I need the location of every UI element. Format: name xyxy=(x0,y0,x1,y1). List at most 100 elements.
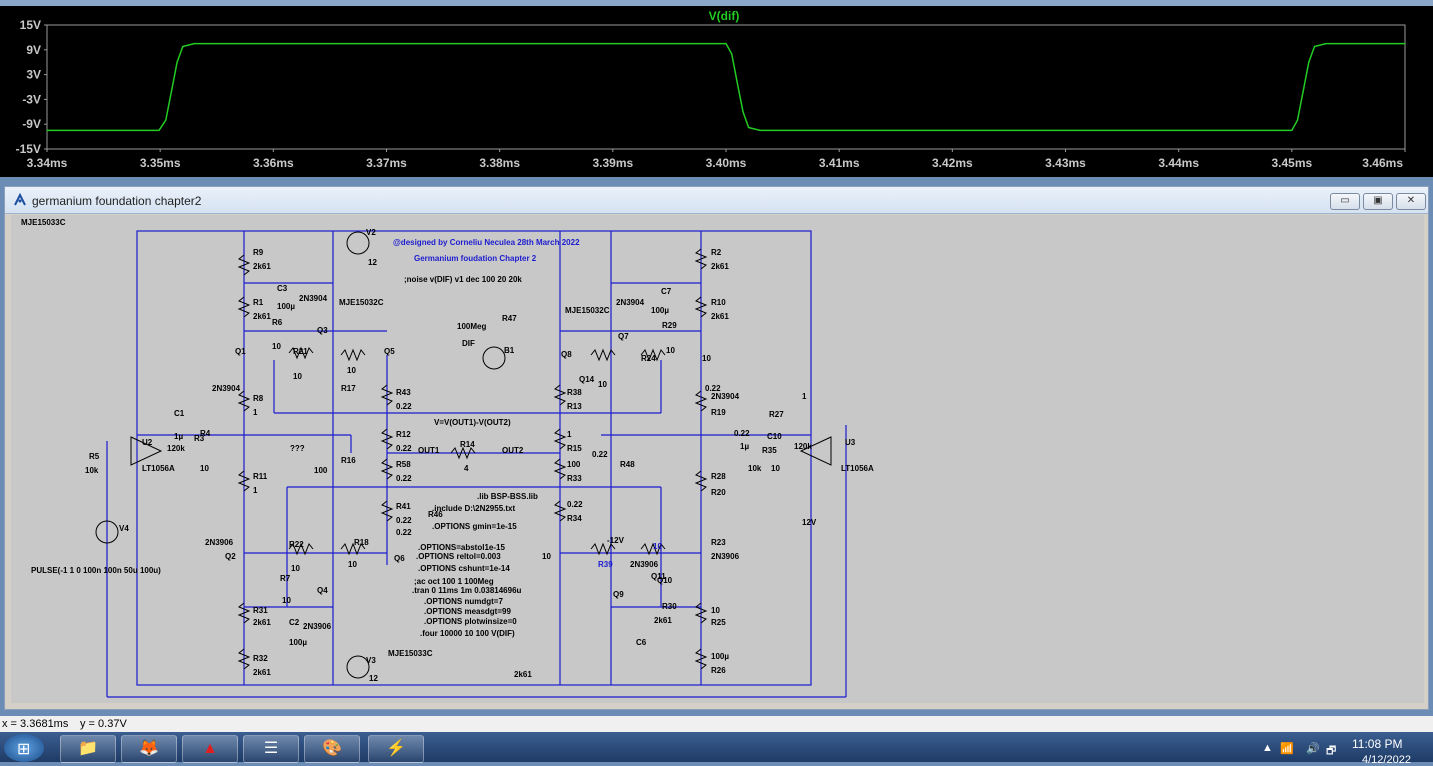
series-point xyxy=(1325,43,1327,45)
schematic-label: R33 xyxy=(567,474,582,483)
schematic-label: R26 xyxy=(711,666,726,675)
x-tick-label: 3.35ms xyxy=(140,156,181,170)
schematic-window[interactable]: germanium foundation chapter2 ▭ ▣ ✕ xyxy=(4,186,1429,710)
schematic-label: 100Meg xyxy=(457,322,486,331)
volume-icon[interactable]: 🔊 xyxy=(1306,743,1320,755)
schematic-label: 10 xyxy=(272,342,281,351)
paint-palette-icon: 🎨 xyxy=(322,740,342,757)
schematic-label: 10 xyxy=(347,366,356,375)
schematic-label: R28 xyxy=(711,472,726,481)
schematic-label: R22 xyxy=(289,540,304,549)
schematic-label: R13 xyxy=(567,402,582,411)
x-tick-label: 3.38ms xyxy=(479,156,520,170)
schematic-label: R14 xyxy=(460,440,475,449)
series-line-vdif[interactable] xyxy=(47,42,1405,132)
minimize-button[interactable]: ▭ xyxy=(1330,193,1360,210)
schematic-label: 10 xyxy=(711,606,720,615)
close-button[interactable]: ✕ xyxy=(1396,193,1426,210)
schematic-label: R12 xyxy=(396,430,411,439)
schematic-label: ;ac oct 100 1 100Meg xyxy=(414,577,494,586)
schematic-label: 2N3904 xyxy=(299,294,328,303)
schematic-label: 10 xyxy=(293,372,302,381)
schematic-label: 10 xyxy=(542,552,551,561)
y-cursor-readout: y = 0.37V xyxy=(80,718,127,730)
x-cursor-readout: x = 3.3681ms xyxy=(2,718,69,730)
schematic-label: 10 xyxy=(702,354,711,363)
schematic-label: 1µ xyxy=(740,442,749,451)
schematic-label: @designed by Corneliu Neculea 28th March… xyxy=(393,238,580,247)
schematic-label: LT1056A xyxy=(142,464,175,473)
schematic-label: V3 xyxy=(366,656,376,665)
schematic-label: .OPTIONS cshunt=1e-14 xyxy=(418,564,510,573)
schematic-label: 12V xyxy=(802,518,817,527)
schematic-label: 2k61 xyxy=(253,262,271,271)
schematic-label: 2k61 xyxy=(253,618,271,627)
schematic-label: Q9 xyxy=(613,590,624,599)
x-tick-label: 3.42ms xyxy=(932,156,973,170)
schematic-label: 0.22 xyxy=(396,402,412,411)
schematic-title-bar[interactable]: germanium foundation chapter2 ▭ ▣ ✕ xyxy=(5,187,1428,214)
schematic-label: R25 xyxy=(711,618,726,627)
schematic-label: DIF xyxy=(462,339,475,348)
schematic-label: .OPTIONS gmin=1e-15 xyxy=(432,522,517,531)
schematic-label: R18 xyxy=(354,538,369,547)
maximize-button[interactable]: ▣ xyxy=(1363,193,1393,210)
trace-title[interactable]: V(dif) xyxy=(709,9,740,23)
schematic-label: R2 xyxy=(711,248,722,257)
clock-time[interactable]: 11:08 PM xyxy=(1352,737,1403,751)
schematic-components xyxy=(95,231,832,679)
network-icon[interactable]: 📶 xyxy=(1280,743,1294,755)
schematic-label: 2N3906 xyxy=(630,560,659,569)
schematic-label: R15 xyxy=(567,444,582,453)
schematic-label: 100µ xyxy=(277,302,295,311)
series-point xyxy=(736,82,738,84)
start-button[interactable]: ⊞ xyxy=(4,734,44,762)
schematic-label: 100µ xyxy=(651,306,669,315)
schematic-label: 100 xyxy=(314,466,328,475)
schematic-label: Q5 xyxy=(384,347,395,356)
schematic-label: R31 xyxy=(253,606,268,615)
series-point xyxy=(182,45,184,48)
schematic-label: Q2 xyxy=(225,552,236,561)
pdf-taskbar-button[interactable]: ▲ xyxy=(182,735,238,763)
show-hidden-icons-icon[interactable]: ▲ xyxy=(1262,742,1273,754)
list-app-taskbar-button[interactable]: ☰ xyxy=(243,735,299,763)
schematic-label: 1 xyxy=(253,486,258,495)
schematic-label: .OPTIONS plotwinsize=0 xyxy=(424,617,517,626)
schematic-label: .four 10000 10 100 V(DIF) xyxy=(420,629,515,638)
schematic-label: Q1 xyxy=(235,347,246,356)
explorer-taskbar-button[interactable]: 📁 xyxy=(60,735,116,763)
schematic-label: 10 xyxy=(200,464,209,473)
schematic-label: 2k61 xyxy=(654,616,672,625)
clock-date[interactable]: 4/12/2022 xyxy=(1362,754,1411,766)
x-tick-label: 3.39ms xyxy=(592,156,633,170)
y-tick-label: -9V xyxy=(22,117,41,131)
schematic-label: R11 xyxy=(253,472,268,481)
ltspice-icon: ⚡ xyxy=(386,740,406,757)
schematic-label: 0.22 xyxy=(396,474,412,483)
y-tick-label: 3V xyxy=(26,68,41,82)
firefox-taskbar-button[interactable]: 🦊 xyxy=(121,735,177,763)
schematic-label: 2k61 xyxy=(711,312,729,321)
schematic-label: 120k xyxy=(794,442,812,451)
schematic-label: 2N3904 xyxy=(711,392,740,401)
paint-taskbar-button[interactable]: 🎨 xyxy=(304,735,360,763)
schematic-label: 0.22 xyxy=(396,444,412,453)
schematic-label: Q14 xyxy=(579,375,595,384)
schematic-label: Q7 xyxy=(618,332,629,341)
schematic-label: R47 xyxy=(502,314,517,323)
series-point xyxy=(46,129,48,131)
action-center-icon[interactable]: 🗗 xyxy=(1326,745,1337,757)
schematic-label: 0.22 xyxy=(705,384,721,393)
schematic-label: C1 xyxy=(174,409,185,418)
series-point xyxy=(1291,129,1293,131)
ltspice-taskbar-button[interactable]: ⚡ xyxy=(368,735,424,763)
schematic-label: ;noise v(DIF) v1 dec 100 20 20k xyxy=(404,275,522,284)
schematic-label: .OPTIONS=abstol1e-15 xyxy=(418,543,505,552)
schematic-label: V=V(OUT1)-V(OUT2) xyxy=(434,418,511,427)
